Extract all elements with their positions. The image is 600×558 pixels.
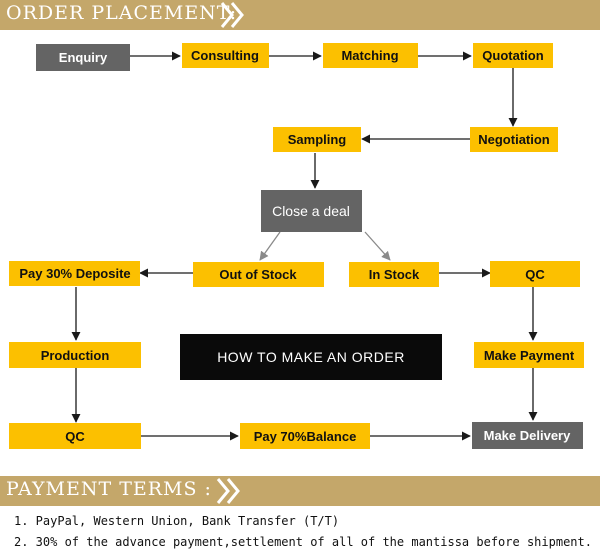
node-make-delivery-label: Make Delivery xyxy=(484,428,571,443)
node-enquiry-label: Enquiry xyxy=(59,50,108,65)
node-in-stock-label: In Stock xyxy=(369,267,420,282)
node-matching: Matching xyxy=(323,43,418,68)
node-in-stock: In Stock xyxy=(349,262,439,287)
payment-term-2: 2. 30% of the advance payment,settlement… xyxy=(14,535,592,549)
node-qc-left: QC xyxy=(9,423,141,449)
node-pay-deposit-label: Pay 30% Deposite xyxy=(19,266,130,281)
flow-connectors xyxy=(71,51,538,441)
node-sampling-label: Sampling xyxy=(288,132,347,147)
node-consulting: Consulting xyxy=(182,43,269,68)
node-negotiation: Negotiation xyxy=(470,127,558,152)
order-placement-banner: ORDER PLACEMENT: xyxy=(0,0,600,30)
node-negotiation-label: Negotiation xyxy=(478,132,550,147)
node-production-label: Production xyxy=(41,348,110,363)
node-close-deal-label: Close a deal xyxy=(272,203,350,219)
node-quotation-label: Quotation xyxy=(482,48,543,63)
node-pay-balance: Pay 70%Balance xyxy=(240,423,370,449)
order-flowchart: Enquiry Consulting Matching Quotation Ne… xyxy=(9,43,584,449)
node-pay-balance-label: Pay 70%Balance xyxy=(254,429,357,444)
how-to-make-order-box: HOW TO MAKE AN ORDER xyxy=(180,334,442,380)
node-make-payment-label: Make Payment xyxy=(484,348,575,363)
node-production: Production xyxy=(9,342,141,368)
node-quotation: Quotation xyxy=(473,43,553,68)
node-close-deal: Close a deal xyxy=(261,190,362,232)
node-qc-left-label: QC xyxy=(65,429,85,444)
node-out-of-stock-label: Out of Stock xyxy=(219,267,297,282)
payment-terms-banner: PAYMENT TERMS : xyxy=(0,476,600,506)
node-sampling: Sampling xyxy=(273,127,361,152)
node-out-of-stock: Out of Stock xyxy=(193,262,324,287)
double-chevron-right-icon xyxy=(220,2,244,28)
payment-terms-title: PAYMENT TERMS : xyxy=(6,478,212,500)
node-qc-right: QC xyxy=(490,261,580,287)
node-qc-right-label: QC xyxy=(525,267,545,282)
order-placement-title: ORDER PLACEMENT: xyxy=(6,2,238,24)
arrow-close-deal-in-stock xyxy=(364,231,391,261)
node-enquiry: Enquiry xyxy=(36,44,130,71)
node-matching-label: Matching xyxy=(341,48,398,63)
node-pay-deposit: Pay 30% Deposite xyxy=(9,261,140,286)
node-consulting-label: Consulting xyxy=(191,48,259,63)
arrow-close-deal-out-of-stock xyxy=(259,231,281,261)
double-chevron-right-icon xyxy=(216,478,240,504)
node-make-delivery: Make Delivery xyxy=(472,422,583,449)
how-to-make-order-label: HOW TO MAKE AN ORDER xyxy=(217,349,405,365)
node-make-payment: Make Payment xyxy=(474,342,584,368)
payment-term-1: 1. PayPal, Western Union, Bank Transfer … xyxy=(14,514,340,528)
